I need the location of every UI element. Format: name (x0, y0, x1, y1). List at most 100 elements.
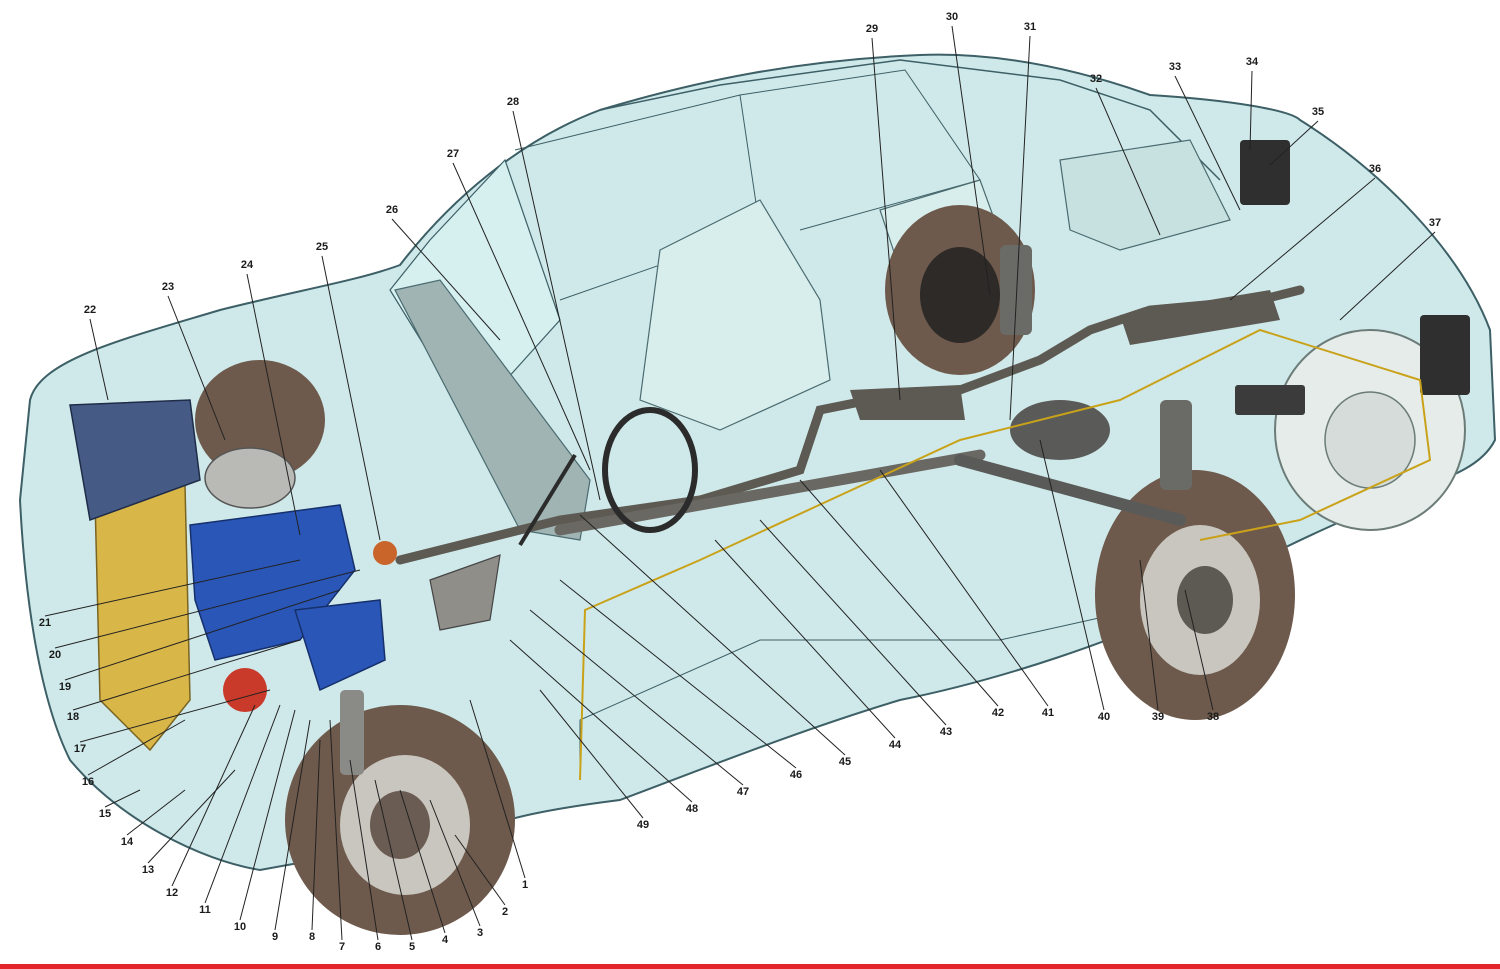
oil-filler-cap (373, 541, 397, 565)
callout-leader-27 (452, 162, 591, 471)
callout-leader-41 (879, 469, 1049, 707)
callout-label-44: 44 (889, 739, 902, 751)
callout-leader-45 (579, 514, 846, 756)
callout-leader-42 (799, 479, 999, 707)
brake-line (579, 328, 1432, 781)
callout-leader-29 (871, 37, 901, 401)
rear-right-wheel (1095, 470, 1295, 720)
callout-label-33: 33 (1169, 61, 1181, 73)
callout-leader-4 (399, 789, 446, 934)
callout-leader-17 (79, 689, 271, 743)
dashboard (394, 279, 591, 541)
gear-lever (518, 453, 577, 547)
license-lamp (1235, 385, 1305, 415)
callout-label-48: 48 (686, 803, 698, 815)
callout-label-17: 17 (74, 743, 86, 755)
callout-leader-30 (951, 25, 991, 296)
tail-lamp-lower (1420, 315, 1470, 395)
callout-leader-32 (1095, 87, 1161, 236)
callout-label-34: 34 (1246, 56, 1259, 68)
callout-label-4: 4 (442, 934, 449, 946)
callout-label-25: 25 (316, 241, 328, 253)
front-seat (639, 199, 831, 431)
fuel-tank (1059, 139, 1231, 251)
callout-leader-25 (321, 255, 381, 541)
front-spring (340, 690, 364, 775)
gearbox (429, 554, 501, 631)
callout-label-21: 21 (39, 617, 51, 629)
callout-leader-38 (1184, 589, 1214, 711)
callout-label-12: 12 (166, 887, 178, 899)
air-filter (204, 447, 296, 509)
callout-label-16: 16 (82, 776, 94, 788)
callout-label-27: 27 (447, 148, 459, 160)
callout-leader-14 (126, 789, 186, 836)
callout-leader-8 (311, 739, 321, 931)
callout-leader-24 (246, 273, 301, 536)
callout-label-22: 22 (84, 304, 96, 316)
callout-label-15: 15 (99, 808, 111, 820)
callout-label-35: 35 (1312, 106, 1324, 118)
callout-leader-26 (391, 218, 501, 341)
callout-label-26: 26 (386, 204, 398, 216)
callout-label-14: 14 (121, 836, 134, 848)
callout-leader-10 (239, 709, 296, 921)
callout-leader-44 (714, 539, 896, 739)
callout-leader-39 (1139, 559, 1159, 711)
callout-label-45: 45 (839, 756, 851, 768)
tail-lamp-upper (1240, 140, 1290, 205)
callout-label-24: 24 (241, 259, 254, 271)
callout-leader-13 (147, 769, 236, 864)
callout-label-8: 8 (309, 931, 315, 943)
callout-leader-37 (1339, 231, 1436, 321)
callout-label-29: 29 (866, 23, 878, 35)
callout-labels: 1234567891011121314151617181920212223242… (39, 11, 1441, 953)
callout-leader-43 (759, 519, 947, 726)
steering-wheel (602, 407, 698, 533)
engine-sump (294, 599, 386, 692)
roof-outline (399, 59, 1221, 266)
callout-leader-40 (1039, 439, 1105, 711)
callout-leader-33 (1174, 75, 1241, 211)
callout-label-2: 2 (502, 906, 508, 918)
callout-leader-16 (87, 719, 186, 776)
callout-leader-15 (104, 789, 141, 808)
callout-label-31: 31 (1024, 21, 1036, 33)
rear-spring-right (1160, 400, 1192, 490)
callout-leader-3 (429, 799, 481, 927)
callout-label-23: 23 (162, 281, 174, 293)
front-right-wheel (285, 705, 515, 935)
callout-label-20: 20 (49, 649, 61, 661)
callout-label-13: 13 (142, 864, 154, 876)
callout-leader-23 (167, 295, 226, 441)
callout-leader-36 (1229, 177, 1376, 301)
callout-label-41: 41 (1042, 707, 1054, 719)
callout-leader-49 (539, 689, 644, 819)
callout-label-9: 9 (272, 931, 278, 943)
callout-leader-5 (374, 779, 413, 941)
callout-label-18: 18 (67, 711, 79, 723)
callout-label-37: 37 (1429, 217, 1441, 229)
battery (69, 399, 201, 522)
callout-label-40: 40 (1098, 711, 1110, 723)
callout-label-10: 10 (234, 921, 246, 933)
callout-leader-11 (204, 704, 281, 904)
rear-axle-housing (954, 454, 1186, 526)
callout-label-42: 42 (992, 707, 1004, 719)
callout-leader-47 (529, 609, 744, 786)
callout-label-11: 11 (199, 904, 211, 916)
callout-leader-6 (349, 759, 379, 941)
callout-leader-2 (454, 834, 506, 906)
callout-label-19: 19 (59, 681, 71, 693)
callout-leaders (44, 25, 1436, 941)
front-left-wheel (195, 360, 325, 480)
callout-label-1: 1 (522, 879, 528, 891)
rear-door-line (739, 69, 981, 231)
callout-leader-21 (44, 559, 301, 617)
callout-leader-9 (274, 719, 311, 931)
propeller-shaft (554, 449, 986, 536)
callout-label-39: 39 (1152, 711, 1164, 723)
callout-leader-18 (72, 639, 301, 711)
callout-label-30: 30 (946, 11, 958, 23)
